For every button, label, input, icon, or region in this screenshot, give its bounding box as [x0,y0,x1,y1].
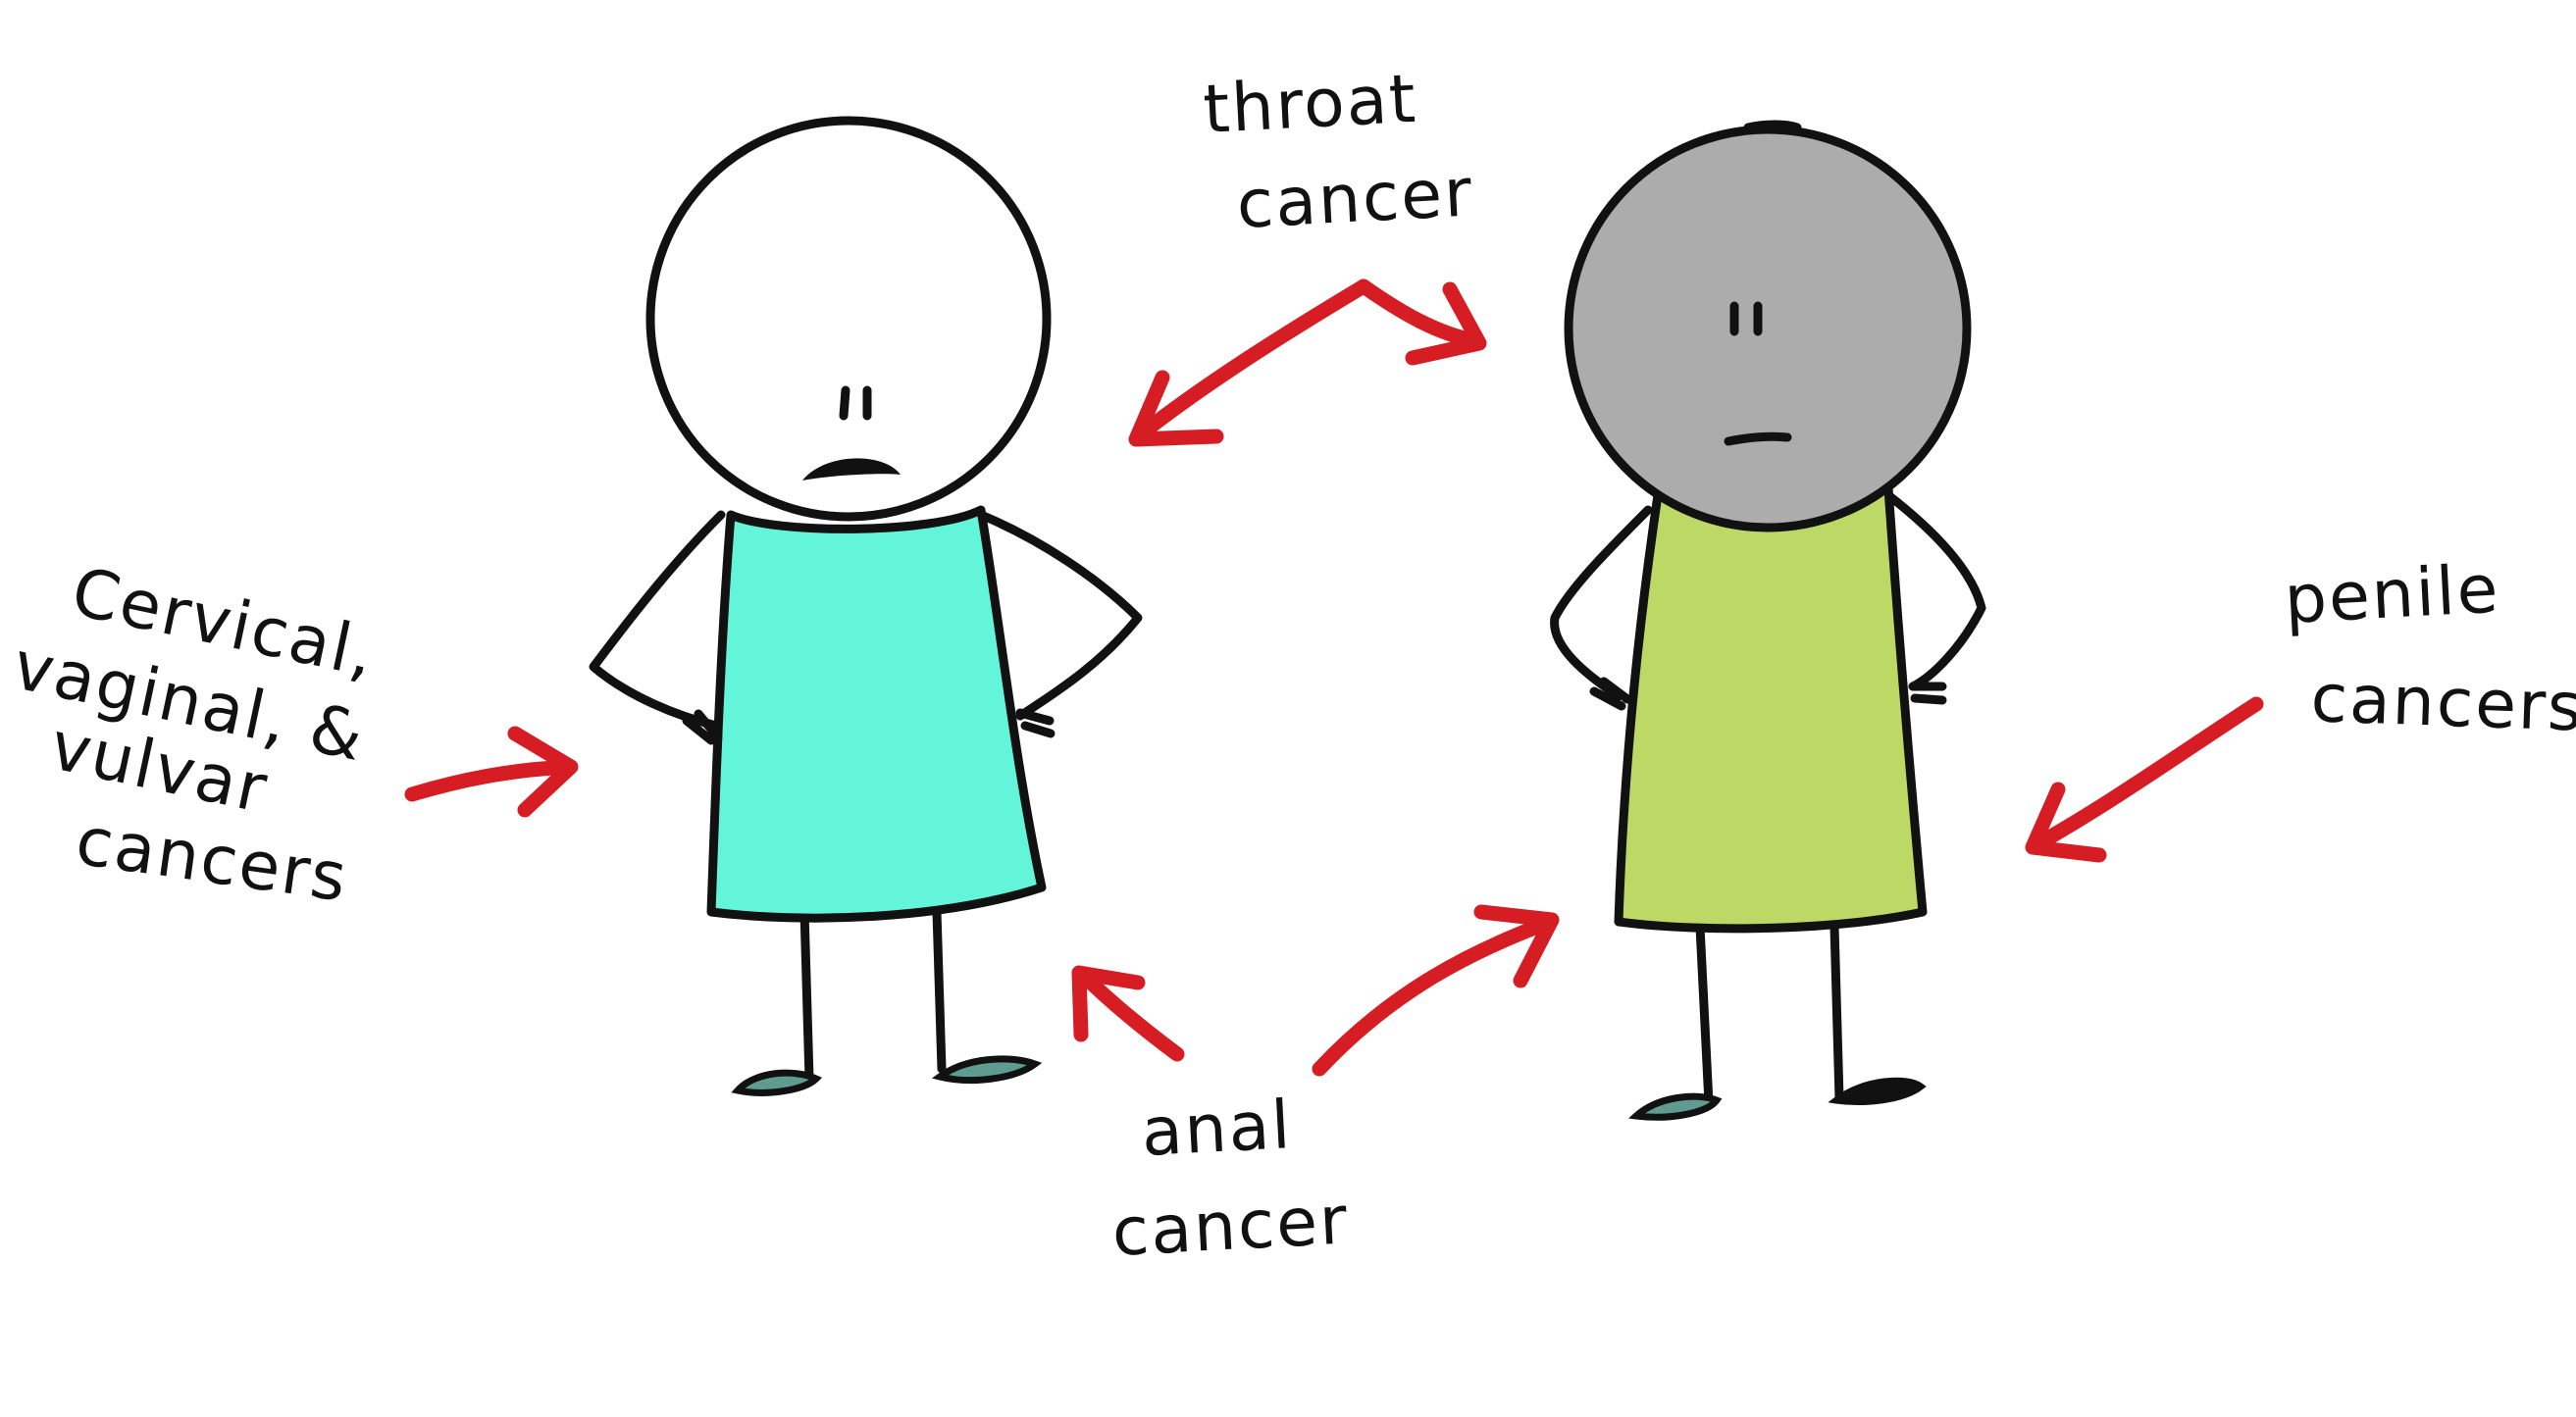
labels: throat cancer Cervical, vaginal, & vulva… [6,61,2576,1272]
person-left-shoe-left [738,1073,816,1092]
person-right-shirt [1619,488,1923,929]
label-throat-line2: cancer [1235,154,1475,244]
person-left-leg-left [804,912,809,1079]
person-right-mouth [1728,436,1787,441]
person-right-shoe-right [1836,1081,1921,1101]
arrow-anal-to-right [1319,922,1550,1069]
person-left-hand-right [1020,713,1051,734]
label-throat-line1: throat [1202,61,1419,149]
label-anal-line1: anal [1140,1087,1294,1172]
person-left-leg-right [937,912,942,1069]
person-right-shoe-left [1636,1096,1717,1117]
person-right-leg-left [1700,927,1709,1103]
label-penile-line1: penile [2283,551,2502,639]
arrow-throat-to-left [1138,286,1364,436]
person-left-shoe-right [940,1059,1035,1081]
label-cervical-line4: cancers [72,803,353,918]
label-anal-line2: cancer [1110,1182,1351,1272]
person-left-head [650,121,1047,517]
person-right-hair-tuft [1748,125,1797,127]
person-right [1555,125,1982,1117]
arrow-penile [2035,704,2256,845]
label-penile-line2: cancers [2309,660,2576,747]
person-right-leg-right [1834,927,1839,1098]
person-right-head [1569,129,1967,528]
person-left-shirt [711,510,1042,918]
person-left-arm-left [593,515,721,726]
person-left [593,121,1138,1092]
person-right-hand-right [1913,686,1942,700]
